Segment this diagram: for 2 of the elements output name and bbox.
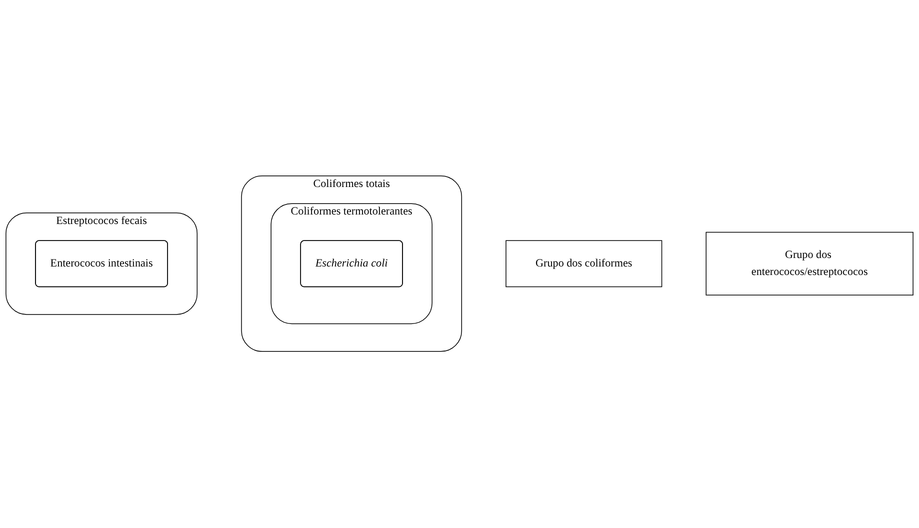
node-box: Grupo dos enterococos/estreptococos	[706, 232, 914, 296]
node-box: Grupo dos coliformes	[506, 240, 662, 288]
